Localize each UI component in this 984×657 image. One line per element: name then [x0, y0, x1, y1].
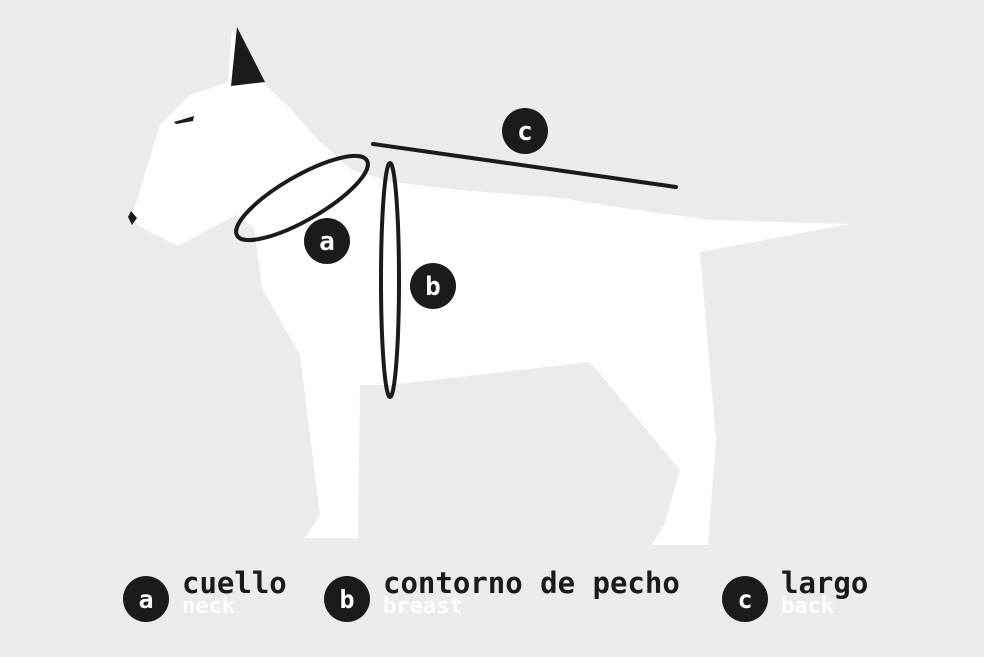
- legend-badge-b: b: [324, 576, 370, 622]
- dog-nose: [128, 211, 137, 225]
- chest-measurement-ring: [379, 161, 401, 399]
- back-length-line: [371, 142, 678, 189]
- legend-label-en: back: [781, 594, 834, 619]
- dog-ear: [231, 27, 265, 86]
- dog-silhouette: [131, 30, 850, 545]
- marker-a-label: a: [319, 227, 335, 257]
- marker-b-label: b: [425, 272, 441, 302]
- marker-a: a: [304, 218, 350, 264]
- legend-label-es: cuello: [182, 566, 287, 600]
- legend-label-en: breast: [383, 594, 463, 619]
- legend-badge-a: a: [123, 576, 169, 622]
- marker-b: b: [410, 263, 456, 309]
- marker-c-label: c: [517, 117, 533, 147]
- legend-label-es: contorno de pecho: [383, 566, 680, 600]
- dog-eye: [174, 116, 194, 124]
- marker-c: c: [502, 108, 548, 154]
- legend-label-en: neck: [182, 594, 235, 619]
- dog-measurement-diagram: a b c: [128, 27, 850, 545]
- legend-label-es: largo: [781, 566, 869, 600]
- neck-measurement-ring: [234, 153, 370, 243]
- legend-badge-c: c: [722, 576, 768, 622]
